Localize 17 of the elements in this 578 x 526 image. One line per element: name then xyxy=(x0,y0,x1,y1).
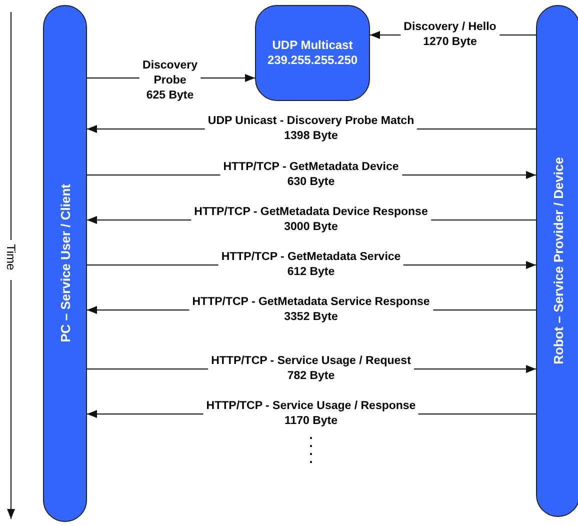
lifeline-title: PC – Service User / Client xyxy=(58,184,72,343)
edge-label: HTTP/TCP - Service Usage / Request 782 Byte xyxy=(208,354,414,384)
edge-label: HTTP/TCP - GetMetadata Device 630 Byte xyxy=(220,160,402,190)
edge-label: HTTP/TCP - GetMetadata Service Response 3352 Byte xyxy=(189,295,433,325)
node-text: 239.255.255.250 xyxy=(267,53,358,68)
edge-label: HTTP/TCP - GetMetadata Device Response 3000 Byte xyxy=(191,205,431,235)
lifeline-bar xyxy=(43,5,87,522)
edge-label: Discovery / Hello 1270 Byte xyxy=(400,20,500,50)
lifeline-title: Robot – Service Provider / Device xyxy=(550,157,566,365)
edge-label: HTTP/TCP - GetMetadata Service 612 Byte xyxy=(218,250,404,280)
lifeline-bar xyxy=(536,5,578,517)
edge-label: UDP Unicast - Discovery Probe Match 1398 Byte xyxy=(204,114,418,144)
edge-label: HTTP/TCP - Service Usage / Response 1170 Byte xyxy=(203,399,419,429)
node-text: UDP Multicast xyxy=(272,38,353,53)
multicast-box xyxy=(255,5,370,101)
axis-label: Time xyxy=(4,244,18,270)
edge-label: Discovery Probe 625 Byte xyxy=(140,58,200,104)
